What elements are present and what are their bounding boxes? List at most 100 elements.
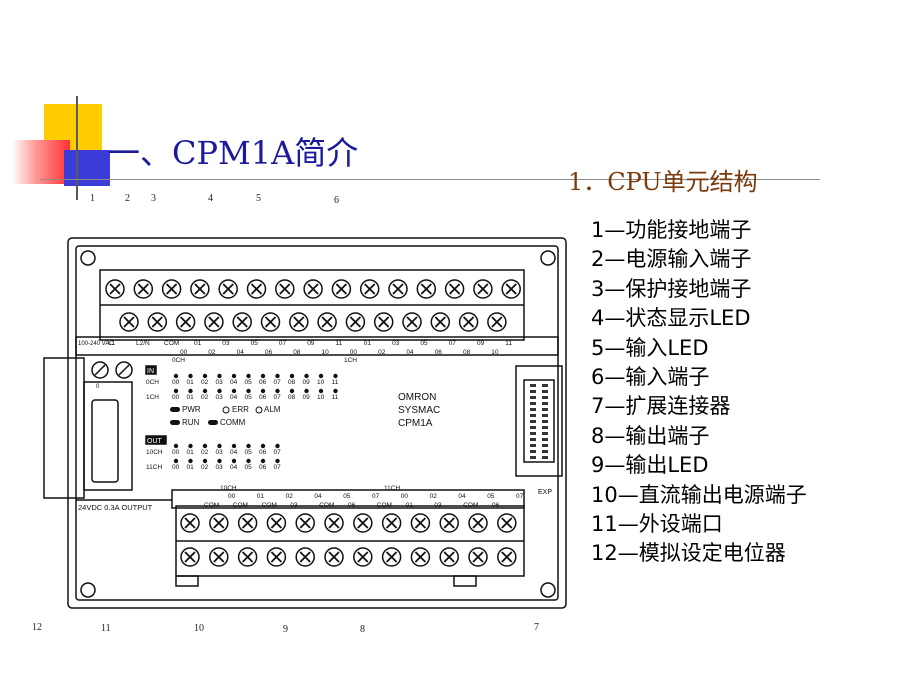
mounting-hole-icon [80, 582, 96, 598]
slide-title: 一、CPM1A简介 [108, 134, 359, 172]
output-led [260, 458, 266, 464]
terminal-screw-icon [266, 513, 287, 533]
input-led [289, 388, 295, 394]
pwr-label: PWR [182, 405, 201, 414]
brand-model: CPM1A [398, 418, 433, 429]
output-led [202, 458, 208, 464]
output-led [217, 458, 222, 464]
terminal-screw-icon [439, 547, 459, 567]
mounting-hole-icon [80, 250, 96, 266]
terminal-label: 08 [293, 349, 301, 356]
terminal-screw-icon [175, 312, 196, 332]
callout-3: 3 [151, 193, 156, 204]
mounting-hole-icon [540, 582, 556, 598]
input-led-number: 05 [245, 394, 253, 401]
expansion-pin [530, 432, 536, 435]
legend-item: 5—输入LED [591, 335, 709, 360]
terminal-screw-icon [105, 279, 125, 299]
input-led-number: 02 [201, 379, 209, 386]
terminal-label: 11 [336, 340, 343, 347]
ch0-label: 0CH [172, 357, 185, 364]
input-led-number: 01 [187, 379, 195, 386]
terminal-screw-icon [468, 513, 488, 533]
terminal-screw-icon [237, 513, 258, 533]
output-led-number: 04 [230, 449, 238, 456]
input-led-number: 08 [288, 379, 296, 386]
expansion-pin [542, 426, 548, 429]
terminal-label: 06 [265, 349, 273, 356]
bottom-label-strip [171, 489, 525, 509]
terminal-screw-icon [410, 547, 431, 567]
alm-led-icon [255, 406, 263, 414]
legend-item: 8—输出端子 [591, 423, 710, 448]
terminal-screw-icon [295, 513, 315, 533]
in-row-0ch: 0CH [146, 379, 159, 386]
terminal-screw-icon [373, 312, 394, 332]
power-label: 100-240 VAC [78, 341, 114, 347]
pwr-led [170, 407, 180, 412]
terminal-screw-icon [218, 279, 238, 299]
callout-10: 10 [194, 623, 204, 634]
output-led [231, 443, 237, 449]
input-led-number: 03 [216, 394, 224, 401]
component-legend: 1—功能接地端子 2—电源输入端子 3—保护接地端子 4—状态显示LED 5—输… [591, 216, 807, 569]
terminal-label: 04 [458, 493, 466, 500]
input-led [173, 373, 179, 379]
terminal-screw-icon [416, 279, 437, 299]
legend-item: 2—电源输入端子 [591, 247, 752, 272]
terminal-screw-icon [161, 279, 182, 299]
terminal-label: 03 [434, 502, 442, 509]
peripheral-port-icon [91, 399, 119, 483]
callout-8: 8 [360, 624, 365, 635]
input-led [231, 388, 237, 394]
input-led [246, 388, 251, 394]
terminal-screw-icon [209, 513, 229, 533]
terminal-screw-icon [444, 279, 465, 299]
output-led [275, 443, 280, 449]
expansion-pin [542, 390, 548, 393]
legend-item: 1—功能接地端子 [591, 218, 752, 242]
pot-zero-label: 0 [96, 384, 100, 390]
peripheral-port-cover [43, 357, 85, 499]
input-led-number: 07 [274, 379, 282, 386]
terminal-screw-icon [289, 312, 309, 332]
terminal-screw-icon [381, 513, 402, 533]
mounting-hole-icon [540, 250, 556, 266]
terminal-label: 06 [348, 502, 356, 509]
terminal-screw-icon [388, 279, 408, 299]
output-led-number: 03 [216, 449, 224, 456]
expansion-pin [530, 444, 536, 447]
callout-7: 7 [534, 622, 539, 633]
section-subtitle: 1．CPU单元结构 [568, 168, 758, 196]
in-row-1ch: 1CH [146, 394, 159, 401]
output-led [231, 458, 237, 464]
terminal-screw-icon [430, 312, 451, 332]
expansion-pin [542, 444, 548, 447]
legend-item: 6—输入端子 [591, 365, 710, 390]
expansion-connector-icon [523, 379, 555, 463]
output-led [260, 443, 266, 449]
output-led-number: 01 [187, 464, 195, 471]
output-led-number: 07 [274, 464, 282, 471]
expansion-pin [530, 402, 536, 405]
output-led-number: 06 [259, 449, 267, 456]
input-led [173, 388, 179, 394]
input-led-number: 10 [317, 394, 325, 401]
terminal-label: 00 [401, 493, 409, 500]
output-led [202, 443, 208, 449]
expansion-pin [530, 450, 536, 453]
l1-label: L1 [108, 340, 116, 347]
terminal-screw-icon [381, 547, 402, 567]
output-led-number: 03 [216, 464, 224, 471]
terminal-label: 07 [372, 493, 380, 500]
terminal-screw-icon [345, 312, 366, 332]
plc-inner-case [75, 245, 559, 601]
expansion-pin [530, 390, 536, 393]
output-led [275, 458, 280, 464]
output-led [217, 443, 222, 449]
terminal-screw-icon [246, 279, 267, 299]
terminal-screw-icon [232, 312, 252, 332]
plc-outer-case [67, 237, 567, 609]
terminal-screw-icon [180, 547, 200, 567]
terminal-screw-icon [317, 312, 337, 332]
